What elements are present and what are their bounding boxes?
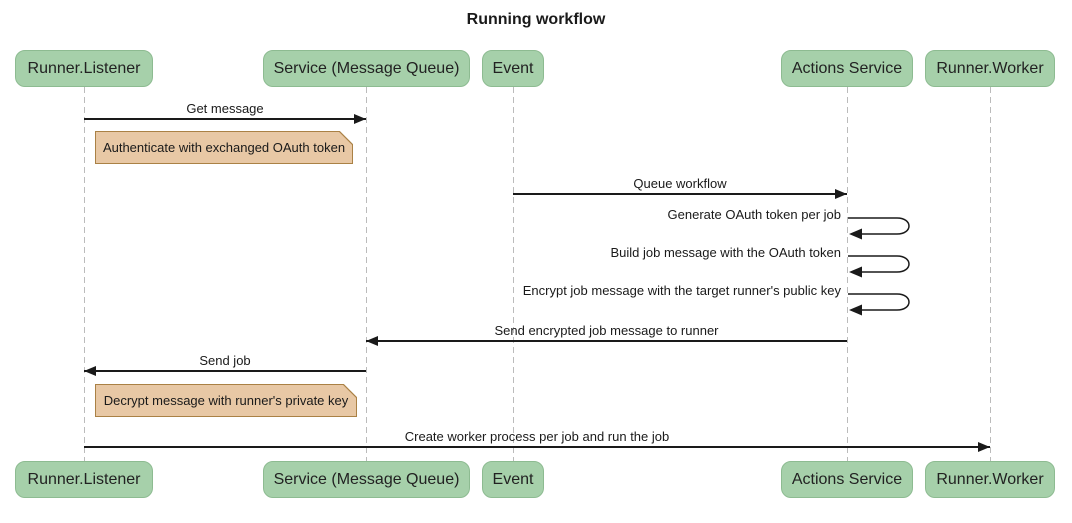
note-fold-icon <box>343 384 357 398</box>
self-loop-arrow-icon <box>848 217 910 240</box>
participant-service-message-queue-bottom: Service (Message Queue) <box>263 461 470 498</box>
arrow-line <box>84 370 366 372</box>
arrow-line <box>366 340 847 342</box>
note-decrypt: Decrypt message with runner's private ke… <box>95 384 357 417</box>
note-fold-icon <box>339 131 353 145</box>
arrowhead-right-icon <box>354 114 366 124</box>
self-loop-arrow-icon <box>848 293 910 316</box>
participant-label: Service (Message Queue) <box>273 470 460 488</box>
participant-label: Runner.Listener <box>27 59 141 77</box>
arrowhead-left-icon <box>84 366 96 376</box>
participant-label: Actions Service <box>791 59 903 77</box>
arrow-line <box>84 446 990 448</box>
message-label-get-message: Get message <box>186 101 264 116</box>
participant-runner-worker-top: Runner.Worker <box>925 50 1055 87</box>
message-label-queue-workflow: Queue workflow <box>633 176 727 191</box>
message-label-create-worker: Create worker process per job and run th… <box>404 429 670 444</box>
participant-event-top: Event <box>482 50 544 87</box>
participant-runner-listener-top: Runner.Listener <box>15 50 153 87</box>
arrowhead-left-icon <box>366 336 378 346</box>
lifeline-actions-service <box>847 87 848 461</box>
participant-label: Service (Message Queue) <box>273 59 460 77</box>
arrowhead-right-icon <box>835 189 847 199</box>
arrow-line <box>513 193 847 195</box>
lifeline-runner-worker <box>990 87 991 461</box>
message-label-encrypt-job-message: Encrypt job message with the target runn… <box>522 283 841 298</box>
participant-actions-service-top: Actions Service <box>781 50 913 87</box>
participant-label: Runner.Worker <box>936 59 1044 77</box>
participant-actions-service-bottom: Actions Service <box>781 461 913 498</box>
message-label-send-job: Send job <box>199 353 251 368</box>
participant-service-message-queue-top: Service (Message Queue) <box>263 50 470 87</box>
participant-label: Event <box>492 59 534 77</box>
note-text: Decrypt message with runner's private ke… <box>103 393 349 408</box>
lifeline-service-message-queue <box>366 87 367 461</box>
note-authenticate: Authenticate with exchanged OAuth token <box>95 131 353 164</box>
lifeline-runner-listener <box>84 87 85 461</box>
participant-runner-worker-bottom: Runner.Worker <box>925 461 1055 498</box>
participant-label: Actions Service <box>791 470 903 488</box>
participant-label: Runner.Worker <box>936 470 1044 488</box>
participant-label: Event <box>492 470 534 488</box>
self-loop-arrow-icon <box>848 255 910 278</box>
message-label-build-job-message: Build job message with the OAuth token <box>610 245 841 260</box>
note-text: Authenticate with exchanged OAuth token <box>102 140 346 155</box>
arrow-line <box>84 118 366 120</box>
diagram-title: Running workflow <box>466 11 606 28</box>
arrowhead-right-icon <box>978 442 990 452</box>
message-label-send-encrypted: Send encrypted job message to runner <box>494 323 719 338</box>
participant-label: Runner.Listener <box>27 470 141 488</box>
message-label-generate-token: Generate OAuth token per job <box>667 207 841 222</box>
participant-event-bottom: Event <box>482 461 544 498</box>
lifeline-event <box>513 87 514 461</box>
participant-runner-listener-bottom: Runner.Listener <box>15 461 153 498</box>
